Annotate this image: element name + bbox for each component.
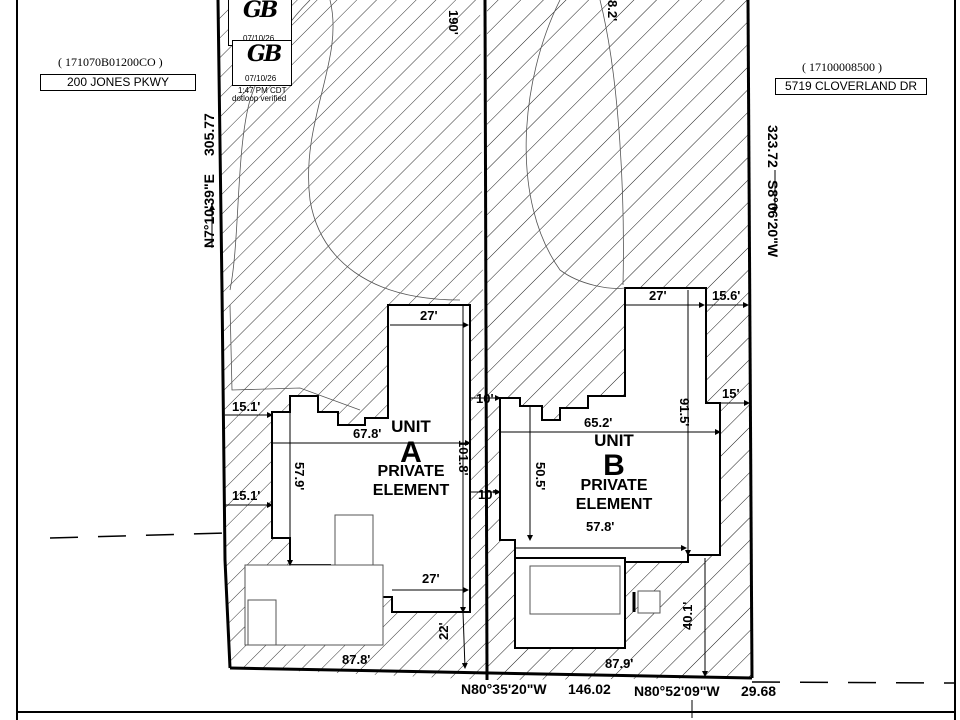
pad-b-inner (529, 565, 621, 615)
unit-a-line1: PRIVATE (378, 463, 445, 480)
unit-b-line1: PRIVATE (581, 477, 648, 494)
bearing-south2-distance: 29.68 (741, 683, 776, 699)
dim-a-width: 67.8' (353, 426, 381, 441)
dim-b-top-partial: 8.2' (605, 0, 620, 21)
bearing-south2-text: N80°52'09"W (634, 683, 720, 699)
parcel-left-address: 200 JONES PKWY (40, 74, 196, 91)
dim-center-gap-top: 10' (476, 391, 494, 406)
signature-date-2: 07/10/26 (245, 74, 277, 83)
dim-b-width: 65.2' (584, 415, 612, 430)
parcel-left-id: ( 171070B01200CO ) (58, 55, 163, 69)
dim-center-gap-bottom: 10' (478, 487, 496, 502)
signature-stamp-1: GB 07/10/26 (228, 0, 292, 46)
signature-stamp-2: GB 07/10/26 (232, 40, 292, 86)
bearing-south1-distance: 146.02 (568, 681, 611, 697)
road-line-right (751, 681, 956, 684)
lot-b-east-line (746, 0, 754, 679)
contour-b2 (525, 0, 626, 289)
parcel-right-id: ( 17100008500 ) (802, 60, 882, 74)
signature-verified: dotloop verified (232, 94, 287, 103)
unit-a-word: UNIT (391, 417, 431, 436)
signature-time: 1:47 PM CDT (238, 86, 287, 95)
contour-a (229, 0, 311, 291)
signature-initials-2: GB (247, 41, 282, 67)
pad-a-inner (334, 514, 374, 566)
bearing-west: N7°10'39"E 305.77 (201, 113, 217, 248)
lot-center-line (483, 0, 489, 681)
bearing-west-distance: 305.77 (201, 113, 217, 156)
bearing-east: 323.72 S8°06'20"W (765, 125, 781, 258)
dim-a-rear-line (461, 611, 468, 669)
parcel-right-address: 5719 CLOVERLAND DR (775, 78, 927, 95)
pad-a-small (247, 599, 277, 646)
dim-b-setback-top: 15.6' (712, 288, 740, 303)
dim-a-top: 27' (420, 308, 438, 323)
contour-a2 (308, 0, 461, 301)
signature-date-1: 07/10/26 (243, 34, 275, 43)
dim-a-depth: 101.8' (456, 440, 471, 476)
dim-b-setback: 15' (722, 386, 740, 401)
pad-b (514, 557, 626, 649)
contour-b (599, 0, 624, 286)
unit-b-letter: B (603, 449, 625, 482)
dim-b-depth: 91.5' (677, 398, 692, 426)
dim-b-rear: 40.1' (680, 602, 695, 630)
signature-initials-1: GB (243, 0, 278, 23)
dim-b-bottom: 57.8' (586, 519, 614, 534)
dim-b-height: 50.5' (533, 462, 548, 490)
dim-a-height: 57.9' (292, 462, 307, 490)
unit-b-line2: ELEMENT (576, 496, 653, 513)
road-line-left (49, 532, 226, 539)
dim-a-front-lot: 87.8' (342, 652, 370, 667)
dim-b-top: 27' (649, 288, 667, 303)
dim-a-setback-bottom: 15.1' (232, 488, 260, 503)
unit-b-word: UNIT (594, 431, 634, 450)
bearing-east-text: S8°06'20"W (765, 180, 781, 258)
bearing-south1-text: N80°35'20"W (461, 681, 547, 697)
dim-center-top: 190' (446, 10, 461, 35)
dim-a-bottom: 27' (422, 571, 440, 586)
dim-b-front-lot: 87.9' (605, 656, 633, 671)
pad-b-small (637, 590, 661, 614)
lot-a-west-line (216, 0, 232, 669)
contour-a3 (229, 304, 361, 411)
bearing-west-text: N7°10'39"E (201, 174, 217, 248)
dim-a-setback-top: 15.1' (232, 399, 260, 414)
bearing-east-distance: 323.72 (765, 125, 781, 168)
dim-a-rear: 22' (436, 622, 451, 640)
unit-a-letter: A (400, 436, 422, 469)
unit-a-line2: ELEMENT (373, 482, 450, 499)
lot-south-line (229, 666, 753, 680)
